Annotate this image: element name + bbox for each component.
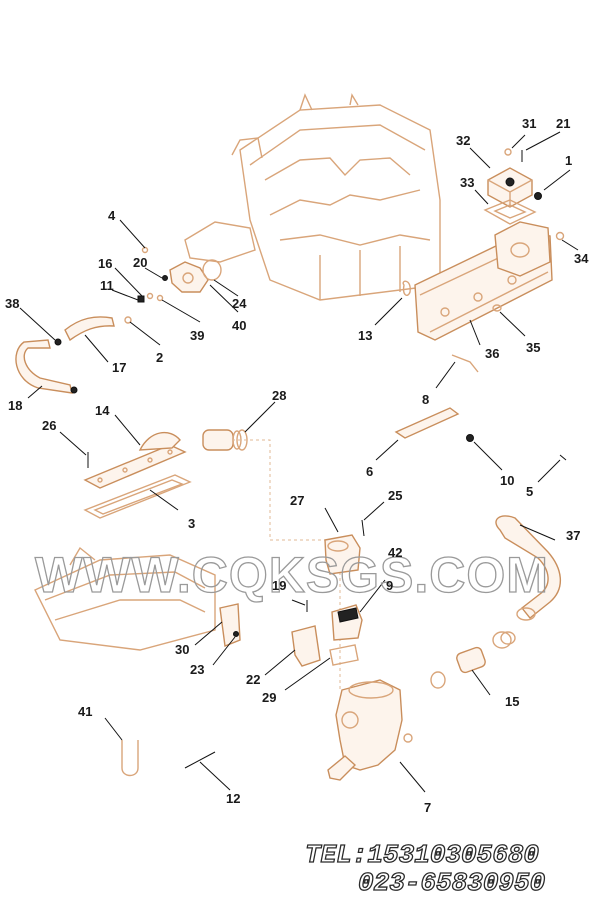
nut-1: [534, 192, 542, 200]
clamp-lower-15: [430, 671, 446, 689]
washer-2: [124, 316, 132, 324]
leader-lines: [19, 131, 579, 793]
callout-7: 7: [424, 800, 431, 815]
lower-engine-outline: [34, 546, 216, 651]
callout-37: 37: [566, 528, 580, 543]
plug-10: [466, 434, 474, 442]
hose-sleeve-15: [456, 646, 486, 674]
plug-34: [555, 231, 565, 241]
callout-30: 30: [175, 642, 189, 657]
callout-31: 31: [522, 116, 536, 131]
rod-12: [184, 751, 216, 769]
intake-cover-14: [83, 431, 187, 489]
clamp-38: [54, 338, 62, 346]
callout-34: 34: [574, 251, 589, 266]
outlet-gasket: [483, 199, 537, 225]
callout-35: 35: [526, 340, 540, 355]
callout-12: 12: [226, 791, 240, 806]
callout-20: 20: [133, 255, 147, 270]
o-ring-24: [202, 259, 222, 281]
u-bolt-41: [121, 740, 139, 777]
callout-28: 28: [272, 388, 286, 403]
contact-phone: 023-65830950: [358, 868, 545, 898]
bolt-4: [141, 246, 149, 254]
elbow-27: [324, 534, 361, 575]
callout-2: 2: [156, 350, 163, 365]
callout-11: 11: [100, 278, 114, 293]
callout-22: 22: [246, 672, 260, 687]
callout-24: 24: [232, 296, 247, 311]
callout-21: 21: [556, 116, 570, 131]
washer-16: [146, 292, 154, 300]
gasket-29: [329, 644, 359, 666]
engine-block-outline: [184, 93, 441, 301]
callout-38: 38: [5, 296, 19, 311]
tube-6: [394, 407, 460, 439]
exhaust-manifold: [414, 221, 553, 341]
callout-36: 36: [485, 346, 499, 361]
watermark-text: WWW.CQKSGS.COM: [35, 547, 549, 603]
callout-labels: 1 2 3 4 5 6 7 8 9 10 11 12 13 14 15 16 1…: [5, 116, 589, 815]
bolt-23: [233, 631, 239, 637]
bracket-8: [451, 354, 479, 373]
housing-40: [169, 261, 209, 293]
intake-gasket-3: [83, 474, 192, 519]
contact-tel: TEL:15310305680: [305, 840, 539, 870]
intake-pipe-37: [495, 515, 561, 619]
clip-13: [402, 280, 411, 296]
callout-32: 32: [456, 133, 470, 148]
outlet-cover: [487, 167, 533, 208]
bracket-30: [219, 603, 241, 647]
callout-6: 6: [366, 464, 373, 479]
callout-5: 5: [526, 484, 533, 499]
callout-23: 23: [190, 662, 204, 677]
callout-39: 39: [190, 328, 204, 343]
callout-8: 8: [422, 392, 429, 407]
callout-25: 25: [388, 488, 402, 503]
callout-4: 4: [108, 208, 116, 223]
callout-14: 14: [95, 403, 110, 418]
callout-26: 26: [42, 418, 56, 433]
callout-16: 16: [98, 256, 112, 271]
bracket-22: [291, 625, 321, 667]
nut-11: [137, 295, 145, 303]
callout-9: 9: [386, 578, 393, 593]
outlet-housing-7: [327, 679, 413, 781]
clamp-18: [70, 386, 78, 394]
callout-15: 15: [505, 694, 519, 709]
callout-18: 18: [8, 398, 22, 413]
seal-35: [492, 304, 502, 312]
callout-42: 42: [388, 545, 402, 560]
callout-33: 33: [460, 175, 474, 190]
pipe-end-37: [516, 607, 536, 621]
washer-39: [156, 294, 164, 302]
bolt-5: [559, 454, 567, 461]
callout-40: 40: [232, 318, 246, 333]
callout-19: 19: [272, 578, 286, 593]
callout-41: 41: [78, 704, 92, 719]
callout-10: 10: [500, 473, 514, 488]
callout-17: 17: [112, 360, 126, 375]
screw-25: [361, 519, 365, 537]
callout-29: 29: [262, 690, 276, 705]
callout-27: 27: [290, 493, 304, 508]
washer-31: [504, 148, 512, 156]
hose-18: [15, 339, 73, 394]
elbow-9: [331, 604, 363, 641]
hose-17: [64, 316, 115, 342]
clamp-upper-15: [492, 631, 516, 649]
callout-13: 13: [358, 328, 372, 343]
bolt-20: [162, 275, 168, 281]
callout-3: 3: [188, 516, 195, 531]
callout-1: 1: [565, 153, 572, 168]
connection-dash-1: [232, 439, 271, 540]
